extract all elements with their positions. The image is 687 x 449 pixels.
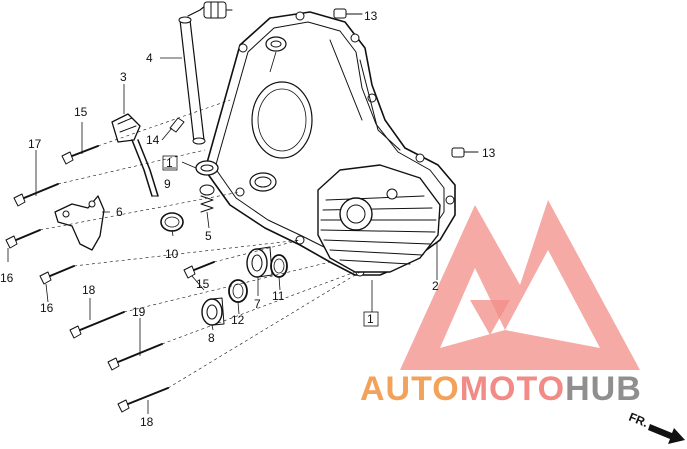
callout-4: 4 — [146, 51, 153, 65]
callout-17: 17 — [28, 137, 42, 151]
small-bolt — [169, 117, 185, 133]
bolt-15-lower — [183, 261, 215, 279]
cap-8 — [201, 297, 225, 326]
alignment-lines — [39, 99, 361, 389]
callout-14: 14 — [146, 133, 160, 147]
seal-7 — [246, 246, 273, 278]
svg-text:AUTOMOTOHUB: AUTOMOTOHUB — [360, 370, 642, 408]
bolt-19 — [107, 343, 163, 371]
breather-tube — [178, 1, 233, 145]
callout-5: 5 — [205, 229, 212, 243]
callout-3: 3 — [120, 70, 127, 84]
label-box-1-bottom — [363, 311, 379, 327]
watermark-part-hub: HUB — [565, 370, 642, 408]
callout-16-upper: 16 — [0, 271, 14, 285]
finned-housing — [317, 164, 441, 273]
callout-13-top: 13 — [364, 9, 378, 23]
callout-9: 9 — [164, 177, 171, 191]
callout-15-upper: 15 — [74, 105, 88, 119]
callout-2: 2 — [432, 279, 439, 293]
callout-11: 11 — [272, 289, 285, 303]
callout-8: 8 — [208, 331, 215, 345]
watermark-logo — [400, 200, 640, 370]
callout-10: 10 — [165, 247, 179, 261]
callout-18-lower: 18 — [140, 415, 154, 429]
callout-19: 19 — [132, 305, 146, 319]
o-ring-10 — [160, 212, 184, 232]
bracket — [54, 195, 105, 251]
bolt-16-lower — [39, 265, 75, 285]
callout-18-upper: 18 — [82, 283, 96, 297]
callout-1-left: 1 — [166, 156, 173, 170]
bolt-18-lower — [117, 387, 169, 413]
watermark-part-moto: MOTO — [460, 370, 565, 408]
dowel-pin-right — [451, 147, 479, 158]
callout-1-bottom: 1 — [367, 312, 374, 326]
bolt-16-upper — [5, 229, 41, 249]
o-ring-11 — [270, 254, 288, 278]
front-arrow-icon — [648, 424, 685, 444]
watermark-part-auto: AUTO — [360, 370, 460, 408]
callout-13-right: 13 — [482, 146, 496, 160]
dowel-pin-top — [333, 8, 363, 19]
spring-plug — [199, 184, 215, 213]
label-box-1-left — [162, 155, 178, 171]
oil-filler-cap — [111, 113, 159, 197]
bolt-17 — [13, 183, 59, 207]
right-crankcase-cover — [204, 11, 456, 277]
plug-with-o-ring — [195, 160, 219, 176]
fr-label: FR. — [627, 410, 650, 430]
watermark-wordmark: AUTOMOTOHUB — [360, 370, 642, 408]
callout-12: 12 — [231, 313, 245, 327]
callout-16-lower: 16 — [40, 301, 54, 315]
o-ring-12 — [228, 279, 248, 303]
callout-15-lower: 15 — [196, 277, 210, 291]
callout-7: 7 — [254, 297, 261, 311]
bolt-18-upper — [69, 311, 125, 339]
callout-6: 6 — [116, 205, 123, 219]
bolt-15-upper — [61, 145, 99, 165]
leader-lines — [7, 51, 438, 414]
callout-labels: 1 1 2 3 4 5 6 7 8 9 10 11 12 13 13 14 15… — [0, 9, 496, 429]
front-direction-marker: FR. — [627, 410, 685, 444]
